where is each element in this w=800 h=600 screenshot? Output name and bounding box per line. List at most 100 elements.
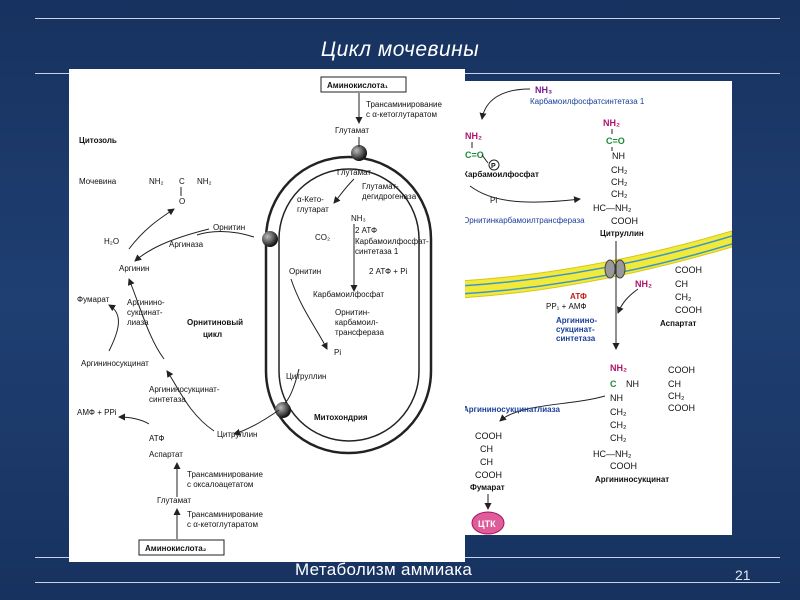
as-c-label: C	[610, 379, 617, 389]
amino-acid-2-box	[138, 539, 225, 556]
as-cooh-label: COOH	[610, 461, 637, 471]
urea-nh2-right: NH₂	[197, 177, 212, 186]
urea-label: Мочевина	[79, 177, 117, 186]
otc-label-3: трансфераза	[335, 328, 384, 337]
phosphate-circle	[488, 159, 500, 171]
transporter-left	[604, 259, 616, 279]
cit-hc-label: HC—NH₂	[593, 203, 632, 213]
amp-arrow	[118, 413, 150, 425]
ass-label-1: Аргининосукцинат-	[149, 385, 220, 394]
ppi-amp-label: PP₁ + АМФ	[546, 302, 586, 311]
citrulline-cyto-label: Цитруллин	[217, 430, 257, 439]
as-ch2-1-label: CH₂	[610, 407, 627, 417]
cp-bond-2	[481, 154, 489, 164]
phosphate-label: P	[491, 163, 496, 170]
arginase-arrow	[134, 228, 210, 262]
ass-label-2: синтетаза	[149, 395, 186, 404]
h2o-label: H₂O	[104, 237, 119, 246]
membrane-outer-line	[459, 235, 733, 287]
asl-label-2: сукцинат-	[127, 308, 163, 317]
ornithine-mito-label: Орнитин	[289, 267, 321, 276]
glutamate-top-label: Глутамат	[335, 126, 369, 135]
slide-title: Цикл мочевины	[320, 38, 480, 61]
citrulline-export-arrow	[233, 409, 280, 436]
tca-label: ЦТК	[478, 519, 496, 529]
ass-label-1: Аргинино-	[556, 316, 597, 325]
mitochondria-inner	[278, 168, 420, 442]
cit-ch2-3-label: CH₂	[611, 189, 628, 199]
as-hc-label: HC—NH₂	[593, 449, 632, 459]
urea-c: C	[179, 177, 185, 186]
cit-cooh-label: COOH	[611, 216, 638, 226]
carbamoyl-phosphate-label: Карбамоилфосфат	[313, 290, 384, 299]
cps-label-1: Карбамоилфосфат-	[355, 237, 429, 246]
cps-label-2: синтетаза 1	[355, 247, 399, 256]
asp-cooh1-label: COOH	[675, 265, 702, 275]
cit-co-label: C=O	[606, 136, 625, 146]
right-diagram: NH₃ Карбамоилфосфатсинтетаза 1 NH₂ C=O P…	[459, 85, 733, 535]
transamination-2a-label: Трансаминирование	[187, 470, 263, 479]
mitochondria-label: Митохондрия	[314, 413, 368, 422]
as-ch2-2-label: CH₂	[610, 420, 627, 430]
as-ch-label: CH	[668, 379, 681, 389]
adp-pi-label: 2 АТФ + Pi	[369, 267, 408, 276]
gdh-label-2: дегидрогеназа	[362, 192, 417, 201]
fum-ch2-label: CH	[480, 457, 493, 467]
asl-label-3: лиаза	[127, 318, 149, 327]
amino-acid-1-label: Аминокислота₁	[327, 81, 389, 90]
left-diagram: Аминокислота₁ Трансаминирование с α-кето…	[77, 76, 442, 556]
urea-o: O	[179, 197, 185, 206]
transporter-right	[614, 259, 626, 279]
nh3-label: NH₃	[351, 214, 366, 223]
otc-enzyme-label: Орнитинкарбамоилтрансфераза	[463, 216, 585, 225]
atp-label: АТФ	[570, 292, 587, 301]
aspartate-label: Аспартат	[660, 319, 697, 328]
asp-nh2-label: NH₂	[635, 279, 652, 289]
mitochondria-outer	[264, 155, 433, 455]
gdh-arrow	[333, 178, 355, 204]
cp-nh2-label: NH₂	[465, 131, 482, 141]
cycle-label-1: Орнитиновый	[187, 318, 243, 327]
arginase-label: Аргиназа	[169, 240, 204, 249]
transamination-1b-label: с α-кетоглутаратом	[366, 110, 437, 119]
transporter-citrulline	[275, 402, 291, 418]
tca-oval	[471, 511, 505, 535]
cit-ch2-2-label: CH₂	[611, 177, 628, 187]
top-divider	[35, 18, 780, 19]
fum-cooh1-label: COOH	[475, 431, 502, 441]
ornithine-cyto-label: Орнитин	[213, 223, 245, 232]
atp-label: АТФ	[149, 434, 164, 443]
citrulline-label: Цитруллин	[600, 229, 644, 238]
glutamate-mito-label: Глутамат	[337, 168, 371, 177]
transamination-3b-label: с α-кетоглутаратом	[187, 520, 258, 529]
asl-enzyme-label: Аргининосукцинатлиаза	[463, 405, 561, 414]
cit-nh-label: NH	[612, 151, 625, 161]
ornithine-to-cyto-arrow	[196, 231, 255, 238]
cps1-arrow	[479, 88, 531, 120]
cps1-enzyme-label: Карбамоилфосфатсинтетаза 1	[530, 97, 645, 106]
amino-acid-2-label: Аминокислота₂	[145, 544, 207, 553]
membrane-inner-line	[459, 243, 733, 295]
co2-label: CO₂	[315, 233, 330, 242]
carbamoyl-phosphate-label: Карбамоилфосфат	[463, 170, 539, 179]
transamination-3a-label: Трансаминирование	[187, 510, 263, 519]
cytosol-label: Цитозоль	[79, 136, 117, 145]
otc-label-2: карбамоил-	[335, 318, 379, 327]
aspartate-arrow	[616, 288, 639, 314]
pi-label: Pi	[334, 348, 341, 357]
as-nh2-label: NH₂	[610, 363, 627, 373]
ass-label-2: сукцинат-	[556, 325, 595, 334]
transamination-2b-label: с оксалоацетатом	[187, 480, 253, 489]
ass-label-3: синтетаза	[556, 334, 596, 343]
glutamate-bottom-label: Глутамат	[157, 496, 191, 505]
lyase-arrow	[499, 395, 606, 422]
cp-co-label: C=O	[465, 150, 484, 160]
as-nh-b-label: NH	[610, 393, 623, 403]
atp2-label: 2 АТФ	[355, 226, 377, 235]
transporter-top	[351, 145, 367, 161]
arginine-label: Аргинин	[119, 264, 149, 273]
a-ketoglutarate-label-1: α-Кето-	[297, 195, 324, 204]
transamination-1a-label: Трансаминирование	[366, 100, 442, 109]
aspartate-label: Аспартат	[149, 450, 183, 459]
otc-arrow	[469, 185, 581, 204]
